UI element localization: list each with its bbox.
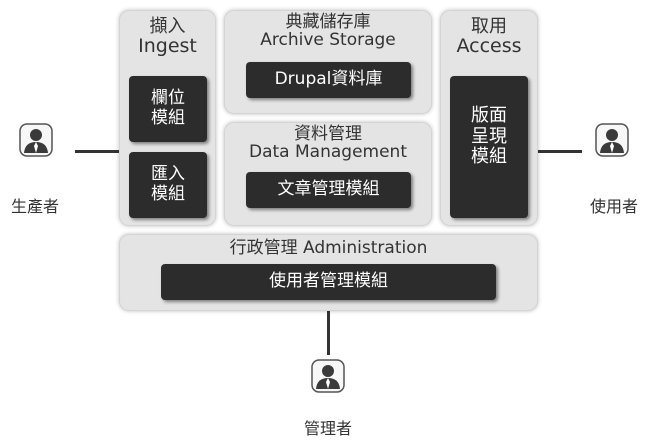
drupal-database-label: Drupal資料庫 [274, 69, 383, 90]
data-management-title: 資料管理 Data Management [224, 124, 432, 162]
access-title: 取用 Access [440, 16, 538, 57]
access-title-zh: 取用 [471, 16, 507, 37]
connector-producer-ingest [75, 150, 119, 153]
ingest-title-zh: 擷入 [149, 16, 186, 37]
administration-title: 行政管理 Administration [229, 238, 428, 258]
access-panel: 取用 Access 版面 呈現 模組 [440, 10, 538, 226]
producer-avatar-icon [19, 123, 53, 157]
ingest-title: 擷入 Ingest [119, 16, 216, 57]
access-title-en: Access [456, 34, 522, 57]
ingest-title-en: Ingest [138, 34, 197, 57]
archive-title-en: Archive Storage [260, 29, 396, 50]
manager-avatar-icon [311, 359, 345, 393]
article-management-module[interactable]: 文章管理模組 [246, 172, 411, 208]
connector-access-user [538, 150, 582, 153]
data-management-title-zh: 資料管理 [294, 124, 362, 144]
manager-label: 管理者 [303, 419, 352, 438]
field-module-label: 欄位 模組 [151, 88, 185, 128]
import-module-label: 匯入 模組 [151, 164, 185, 204]
import-module[interactable]: 匯入 模組 [129, 152, 207, 218]
ingest-panel: 擷入 Ingest 欄位 模組 匯入 模組 [119, 10, 216, 226]
producer-label: 生產者 [10, 197, 59, 216]
user-avatar-icon [595, 123, 629, 157]
user-management-module[interactable]: 使用者管理模組 [161, 264, 496, 300]
archive-storage-panel: 典藏儲存庫 Archive Storage Drupal資料庫 [224, 10, 432, 114]
article-management-label: 文章管理模組 [277, 179, 380, 200]
archive-title-zh: 典藏儲存庫 [285, 12, 371, 32]
connector-admin-manager [327, 311, 330, 355]
user-label: 使用者 [589, 197, 638, 216]
layout-presentation-module[interactable]: 版面 呈現 模組 [450, 76, 528, 218]
archive-title: 典藏儲存庫 Archive Storage [224, 12, 432, 50]
field-module[interactable]: 欄位 模組 [129, 76, 207, 142]
user-management-label: 使用者管理模組 [269, 271, 388, 292]
data-management-panel: 資料管理 Data Management 文章管理模組 [224, 122, 432, 226]
drupal-database-module[interactable]: Drupal資料庫 [246, 62, 411, 98]
data-management-title-en: Data Management [249, 141, 407, 162]
administration-panel: 行政管理 Administration 使用者管理模組 [119, 234, 538, 311]
layout-presentation-label: 版面 呈現 模組 [471, 105, 507, 168]
